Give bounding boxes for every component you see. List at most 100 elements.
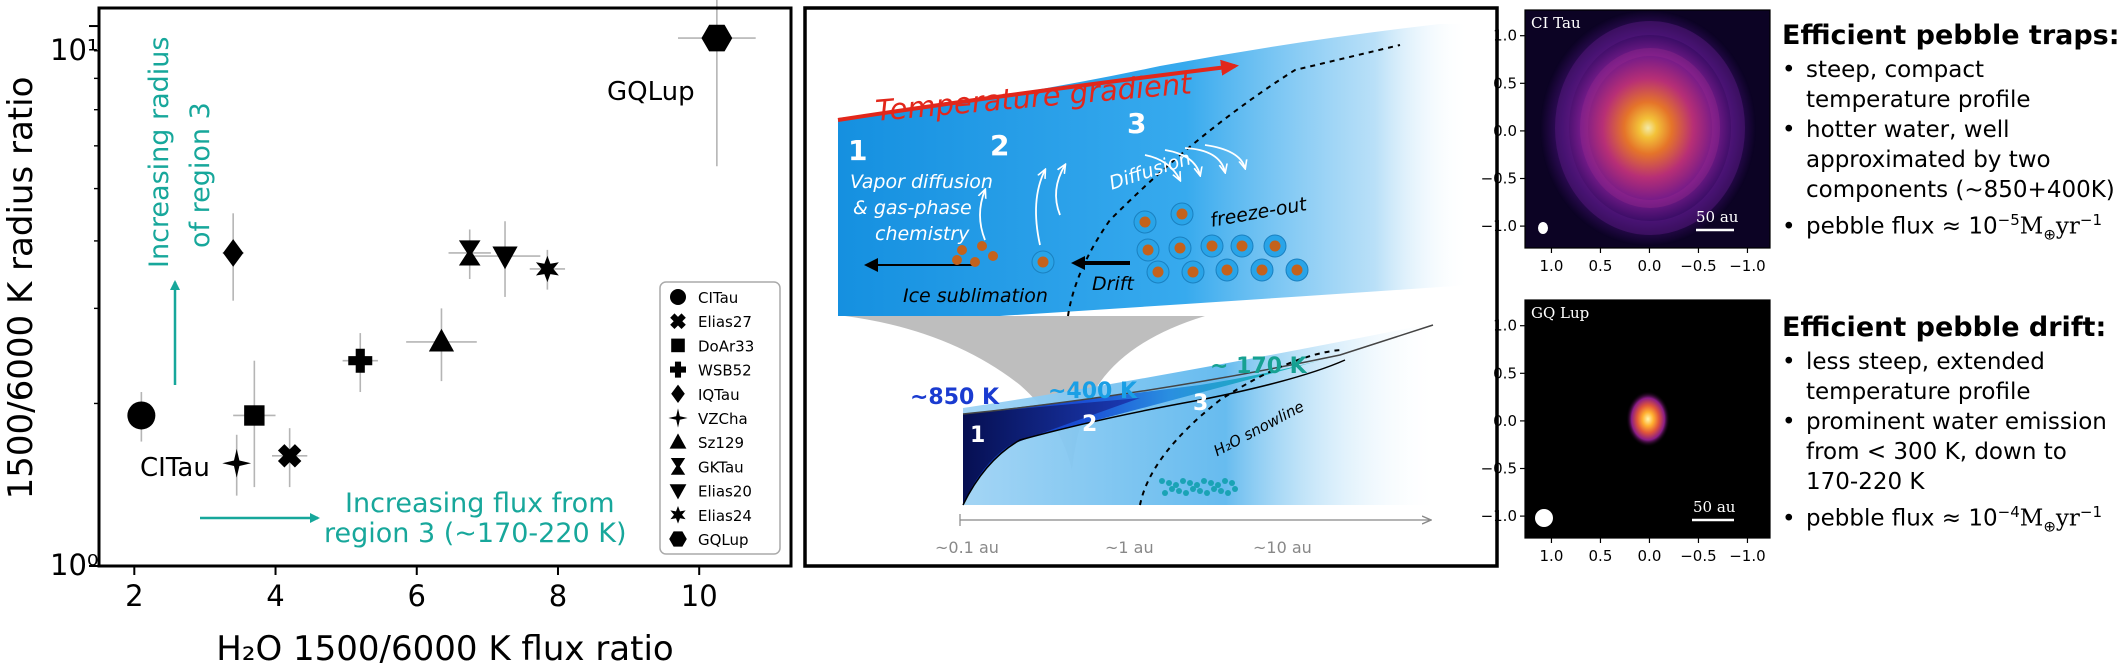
gq-ticks-y-label-1: 0.5 (1493, 364, 1517, 382)
horizontal-arrow-text-2: region 3 (~170-220 K) (324, 518, 627, 549)
frozen-grain-7 (1208, 480, 1214, 486)
vapor-diffusion-label-2: & gas-phase (853, 197, 972, 219)
pebble-core-2 (1176, 208, 1188, 220)
frozen-grain-18 (1211, 486, 1217, 492)
ci-ticks-y-label-4: −1.0 (1481, 217, 1517, 235)
frozen-grain-13 (1176, 488, 1182, 494)
legend-label-citau: CITau (698, 289, 738, 307)
drift-bullet-3: pebble flux ≈ 10−4M⊕yr−1 (1782, 497, 2107, 541)
point-elias20 (492, 246, 518, 270)
frozen-grain-9 (1222, 478, 1228, 484)
ci-tau-label: CI Tau (1531, 14, 1581, 32)
wedge-region-2: 2 (1082, 412, 1097, 437)
sublimated-grain-3 (970, 257, 980, 267)
legend-marker-iqtau (671, 384, 685, 403)
legend-marker-vzcha (668, 408, 688, 428)
legend-marker-sz129 (669, 433, 687, 449)
point-citau (127, 401, 156, 430)
wedge-lower-edge (962, 359, 1346, 506)
ci-ticks-x-label-1: 0.5 (1589, 257, 1613, 275)
snowline-lower (1139, 349, 1341, 506)
pebble-core-6 (1236, 240, 1248, 252)
frozen-grain-10 (1229, 480, 1235, 486)
au-01-label: ~0.1 au (935, 538, 999, 557)
frozen-grain-5 (1194, 482, 1200, 488)
pebble-traps-text: Efficient pebble traps: steep, compactte… (1782, 20, 2120, 249)
legend: CITauElias27DoAr33WSB52IQTauVZChaSz129GK… (659, 281, 781, 555)
legend-marker-doar33 (671, 338, 685, 353)
gq-lup-label: GQ Lup (1531, 304, 1589, 322)
legend-label-gqlup: GQLup (698, 531, 749, 549)
drift-label: Drift (1092, 273, 1135, 295)
gq-ticks-y-label-3: −0.5 (1481, 460, 1517, 478)
ci-tau-scale-label: 50 au (1696, 208, 1739, 226)
gq-ticks-x-label-2: 0.0 (1638, 547, 1662, 565)
gq-ticks-x-label-1: 0.5 (1589, 547, 1613, 565)
frozen-grain-11 (1162, 490, 1168, 496)
frozen-grain-19 (1218, 488, 1224, 494)
wedge-upper-edge (962, 324, 1434, 415)
ci-ticks-x-label-0: 1.0 (1540, 257, 1564, 275)
scatter-annotations: Increasing radius of region 3 Increasing… (144, 37, 627, 549)
legend-marker-gqlup (669, 531, 687, 547)
diffusion-arrows (980, 144, 1245, 246)
traps-bullet-3: pebble flux ≈ 10−5M⊕yr−1 (1782, 205, 2120, 249)
point-vzcha (222, 448, 252, 478)
gq-ticks-x-label-0: 1.0 (1540, 547, 1564, 565)
point-iqtau (222, 239, 244, 267)
region-3-label: 3 (1127, 107, 1146, 140)
data-markers (127, 24, 733, 478)
frozen-grain-12 (1169, 486, 1175, 492)
legend-label-vzcha: VZCha (698, 410, 748, 428)
x-tick-8: 8 (549, 579, 567, 613)
pebble-core-8 (1152, 266, 1164, 278)
legend-label-elias27: Elias27 (698, 313, 752, 331)
gq-lup-beam (1535, 509, 1553, 527)
pebble-core-3 (1142, 244, 1154, 256)
point-wsb52 (348, 348, 373, 373)
legend-label-elias24: Elias24 (698, 507, 752, 525)
legend-marker-elias24 (670, 506, 686, 524)
vapor-diffusion-label-1: Vapor diffusion (850, 171, 993, 193)
t850-label: ~850 K (910, 385, 1000, 410)
pebble-core-9 (1187, 266, 1199, 278)
legend-marker-citau (670, 289, 686, 305)
t400-label: ~400 K (1048, 379, 1138, 404)
legend-marker-gktau (670, 458, 686, 475)
gq-ticks-x-label-3: −0.5 (1680, 547, 1716, 565)
gq-ticks-y-label-4: −1.0 (1481, 507, 1517, 525)
y-tick-10: 10¹ (50, 33, 99, 67)
ci-ticks-y-label-0: 1.0 (1493, 27, 1517, 45)
x-tick-2: 2 (125, 579, 143, 613)
au-1-label: ~1 au (1105, 538, 1154, 557)
point-gktau (458, 240, 481, 266)
wedge-region-3: 3 (1193, 391, 1208, 416)
legend-label-wsb52: WSB52 (698, 362, 752, 380)
legend-label-gktau: GKTau (698, 458, 744, 476)
temperature-wedge-core (963, 398, 1140, 505)
point-doar33 (244, 405, 265, 426)
frozen-grain-17 (1204, 490, 1210, 496)
wedge-region-1: 1 (970, 423, 985, 448)
y-axis-label: 1500/6000 K radius ratio (1, 77, 41, 500)
frozen-grain-20 (1225, 490, 1231, 496)
x-tick-10: 10 (681, 579, 718, 613)
ci-ticks-y-label-3: −0.5 (1481, 170, 1517, 188)
projection-cone (845, 316, 1205, 470)
pebble-core-0 (1037, 256, 1049, 268)
vapor-diffusion-label-3: chemistry (875, 223, 970, 245)
frozen-grain-21 (1232, 486, 1238, 492)
x-tick-4: 4 (266, 579, 284, 613)
au-10-label: ~10 au (1253, 538, 1312, 557)
pebble-drift-text: Efficient pebble drift: less steep, exte… (1782, 312, 2107, 541)
gq-ticks-y-label-0: 1.0 (1493, 317, 1517, 335)
pebble-core-1 (1139, 216, 1151, 228)
